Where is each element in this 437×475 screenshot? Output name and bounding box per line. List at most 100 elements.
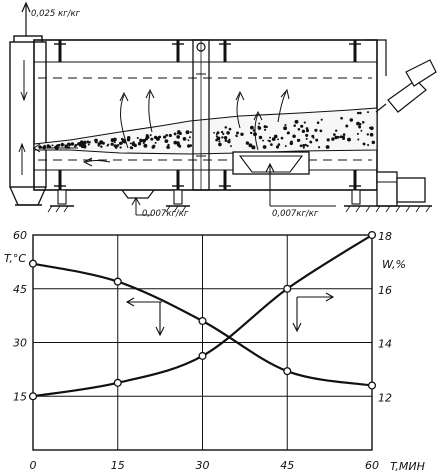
particle (86, 140, 89, 143)
particle (257, 126, 262, 130)
particle (60, 142, 64, 147)
particle (165, 134, 168, 137)
particle (300, 124, 304, 128)
particle (283, 126, 288, 131)
particle (79, 140, 84, 144)
axis-direction-arrows (125, 292, 335, 337)
particle (236, 131, 239, 135)
chart-series (28, 230, 377, 401)
particle (119, 146, 122, 149)
particle (122, 139, 126, 142)
left-tick-label: 15 (13, 390, 27, 403)
x-tick-label: 0 (30, 459, 37, 472)
label-exhaust-moisture: 0,025 кг/кг (31, 9, 81, 19)
right-tick-label: 18 (378, 230, 392, 243)
particle (277, 138, 279, 141)
data-point (367, 230, 377, 240)
particle (337, 135, 340, 139)
particle (163, 135, 167, 139)
data-point (113, 378, 122, 387)
particle (131, 142, 136, 147)
particle (349, 118, 354, 122)
particle (319, 129, 323, 133)
particle (335, 129, 338, 132)
particle (334, 135, 338, 140)
particle (129, 142, 132, 145)
particle (269, 136, 271, 139)
particle (302, 144, 306, 147)
particle (87, 143, 90, 146)
particle (164, 139, 169, 144)
particle (189, 144, 193, 147)
particle (57, 143, 61, 147)
particle (216, 131, 220, 135)
particle (224, 139, 228, 142)
particle (216, 136, 221, 141)
particle (83, 140, 87, 145)
particle (333, 133, 336, 136)
particle (176, 143, 181, 147)
particle (262, 139, 264, 142)
particle (182, 137, 187, 141)
right-tick-label: 12 (378, 391, 392, 404)
particle (357, 138, 360, 141)
particle (150, 137, 154, 141)
x-tick-label: 60 (365, 459, 379, 472)
data-point (283, 284, 292, 293)
particle (305, 137, 308, 140)
particle (312, 137, 315, 139)
chart-grid (32, 234, 373, 451)
particle (68, 143, 71, 146)
particle (110, 142, 114, 146)
particle (51, 144, 54, 147)
exhaust-arrow (21, 1, 31, 38)
particle (339, 135, 343, 139)
particle (360, 129, 363, 132)
particle (359, 111, 362, 115)
data-point (198, 351, 207, 360)
data-point (283, 367, 292, 376)
particle (224, 126, 228, 129)
particle (74, 145, 77, 148)
particle (293, 124, 296, 127)
particle (83, 145, 87, 149)
particle (176, 135, 180, 139)
drive-and-feeder (365, 39, 437, 207)
particle (94, 140, 98, 144)
chart-axis-labels: T,°C W,% T,МИН (4, 252, 425, 473)
lower-hopper (121, 189, 155, 216)
air-flow-arrows (33, 88, 290, 167)
x-tick-label: 15 (111, 459, 125, 472)
particle (358, 125, 362, 129)
particle (144, 137, 149, 141)
particle (185, 130, 190, 135)
air-inlet-hopper (232, 151, 310, 188)
particle (156, 137, 159, 140)
particle (361, 121, 365, 124)
particle (270, 143, 273, 146)
particle (314, 128, 318, 132)
particle (251, 145, 256, 149)
particle (213, 131, 216, 134)
particle (284, 123, 287, 127)
particle (294, 119, 299, 124)
particle (331, 137, 335, 141)
particle (126, 135, 131, 140)
particle (297, 128, 301, 131)
particle (340, 116, 343, 120)
particle (264, 128, 267, 131)
particle (325, 145, 330, 149)
particle (230, 145, 232, 148)
particle (43, 144, 46, 148)
particle (228, 127, 232, 131)
particle (142, 142, 145, 145)
particle (222, 132, 225, 136)
left-hood (9, 35, 47, 206)
particle (284, 145, 287, 148)
particle (302, 146, 305, 149)
particle (173, 140, 178, 145)
particle (274, 134, 278, 137)
particle (226, 131, 230, 135)
particle (168, 133, 172, 138)
